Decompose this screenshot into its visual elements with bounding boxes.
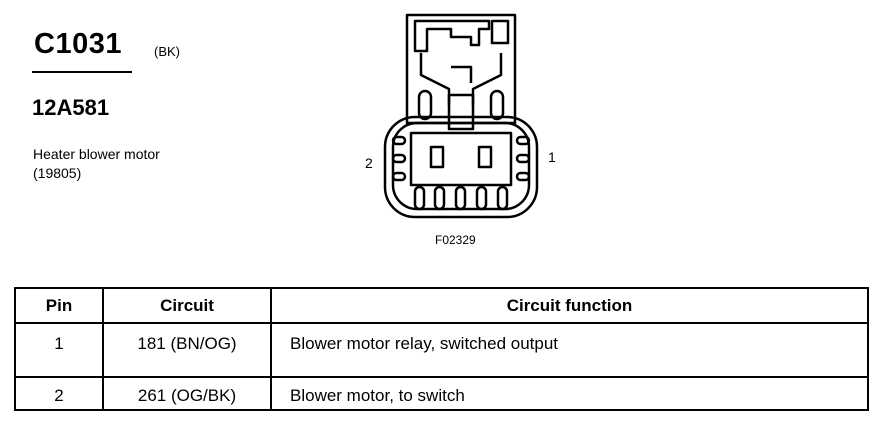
connector-body-inner [391,121,531,211]
rib-bottom-2 [433,185,446,211]
connector-latch-slot [490,19,510,45]
pin-table: Pin Circuit Circuit function 1 181 (BN/O… [14,287,869,411]
header-circuit: Circuit [102,287,272,324]
connector-neck-left [419,53,451,105]
terminal-1-cavity [477,145,493,169]
component-description: Heater blower motor (19805) [33,145,160,183]
rib-left-3 [391,171,407,182]
connector-id: C1031 [34,28,122,60]
part-number: 12A581 [32,95,110,120]
component-number: (19805) [33,164,82,181]
connector-id-underline [32,71,132,73]
connector-guide-right [489,89,505,121]
table-row: 2 261 (OG/BK) Blower motor, to switch [14,376,869,411]
rib-right-2 [515,153,531,164]
header-function: Circuit function [270,287,869,324]
cell-pin: 1 [14,322,104,378]
connector-guide-left [417,89,433,121]
connector-body-outer [383,115,539,219]
component-name: Heater blower motor [33,146,160,162]
rib-bottom-4 [475,185,488,211]
table-row: 1 181 (BN/OG) Blower motor relay, switch… [14,322,869,378]
rib-left-2 [391,153,407,164]
rib-bottom-1 [413,185,426,211]
rib-left-1 [391,135,407,146]
table-header-row: Pin Circuit Circuit function [14,287,869,324]
rib-bottom-5 [496,185,509,211]
cell-function: Blower motor relay, switched output [270,322,869,378]
cell-circuit: 181 (BN/OG) [102,322,272,378]
pin-label-2: 2 [365,155,373,171]
connector-neck-center [451,65,473,83]
connector-latch-bar [447,93,475,131]
rib-bottom-3 [454,185,467,211]
connector-neck-right [471,53,503,105]
figure-id: F02329 [435,233,476,247]
connector-latch-housing [405,13,517,125]
terminal-2-cavity [429,145,445,169]
connector-latch-tab [413,19,491,53]
pin-label-1: 1 [548,149,556,165]
cell-circuit: 261 (OG/BK) [102,376,272,411]
rib-right-1 [515,135,531,146]
terminal-frame [409,131,513,187]
cell-pin: 2 [14,376,104,411]
cell-function: Blower motor, to switch [270,376,869,411]
rib-right-3 [515,171,531,182]
connector-face-diagram [383,13,539,219]
header-pin: Pin [14,287,104,324]
connector-color-code: (BK) [154,44,180,59]
